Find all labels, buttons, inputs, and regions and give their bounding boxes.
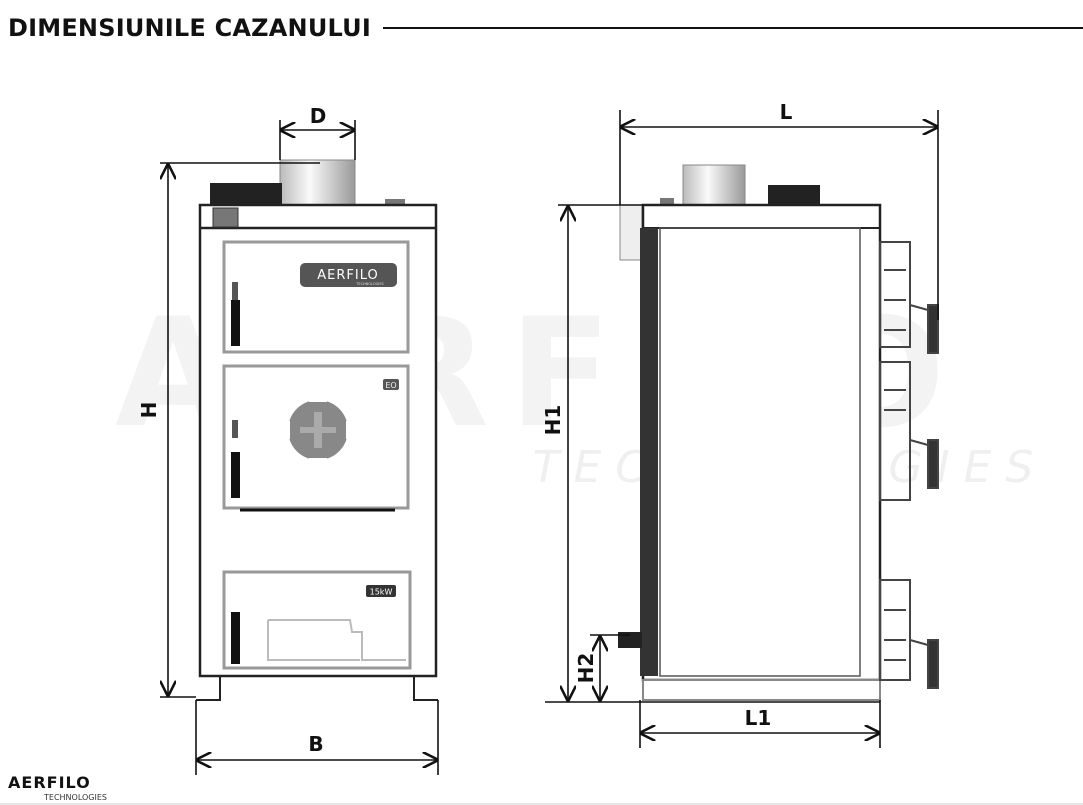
front-view: AERFILO TECHNOLOGIES EO 15kW xyxy=(196,159,438,701)
control-box xyxy=(210,183,282,205)
boiler-side-body xyxy=(641,203,882,682)
svg-text:AERFILO: AERFILO xyxy=(8,773,91,792)
side-dimensions xyxy=(545,110,939,748)
side-view xyxy=(618,164,939,701)
door-logo xyxy=(300,263,397,287)
chimney xyxy=(279,159,356,206)
footer-logo: AERFILO TECHNOLOGIES xyxy=(8,773,107,802)
front-panel xyxy=(640,228,658,676)
inlet-pipe xyxy=(618,632,642,648)
door-hinges xyxy=(879,241,939,689)
svg-text:EO: EO xyxy=(385,381,396,390)
control-box xyxy=(768,185,820,205)
label-h1: H1 xyxy=(541,405,565,436)
title-row: DIMENSIUNILE CAZANULUI xyxy=(8,10,1083,46)
footer-divider xyxy=(0,803,1083,805)
label-h: H xyxy=(137,402,161,419)
svg-text:AERFILO: AERFILO xyxy=(317,268,378,283)
middle-door xyxy=(222,364,410,510)
ash-door xyxy=(222,570,412,670)
label-d: D xyxy=(310,104,327,128)
upper-door xyxy=(222,240,410,354)
label-h2: H2 xyxy=(574,653,598,684)
label-l: L xyxy=(780,100,793,124)
handle-icon xyxy=(231,300,240,346)
svg-text:TECHNOLOGIES: TECHNOLOGIES xyxy=(355,282,384,286)
outlet-pipe xyxy=(619,204,643,261)
front-dimensions xyxy=(160,120,439,775)
vent-icon xyxy=(282,394,354,466)
handle-icon xyxy=(231,612,240,664)
label-b: B xyxy=(308,732,323,756)
svg-text:15kW: 15kW xyxy=(370,588,393,597)
chimney xyxy=(682,164,746,206)
page-title: DIMENSIUNILE CAZANULUI xyxy=(8,14,371,42)
footer-logo-sub: TECHNOLOGIES xyxy=(43,793,107,802)
label-l1: L1 xyxy=(745,706,772,730)
title-divider xyxy=(382,27,1083,29)
handle-icon xyxy=(231,452,240,498)
